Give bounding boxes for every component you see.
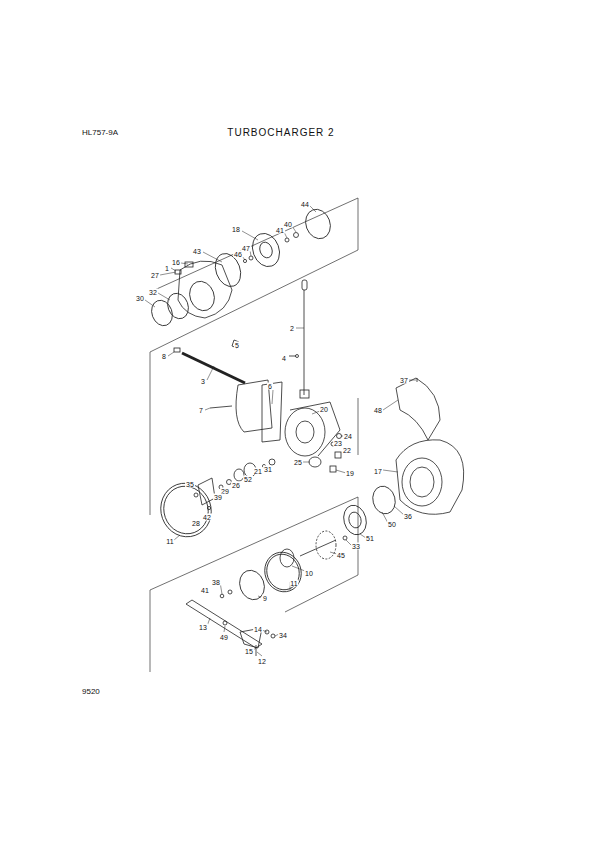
callout-number: 42 bbox=[202, 514, 212, 521]
callout-number: 9 bbox=[262, 595, 268, 602]
callout-number: 46 bbox=[233, 251, 243, 258]
callout-number: 20 bbox=[319, 406, 329, 413]
callout-number: 18 bbox=[231, 226, 241, 233]
callout-number: 16 bbox=[171, 259, 181, 266]
callout-number: 15 bbox=[244, 648, 254, 655]
turbine-parts bbox=[186, 378, 464, 656]
callout-number: 23 bbox=[333, 440, 343, 447]
callout-number: 8 bbox=[161, 353, 167, 360]
callout-number: 34 bbox=[278, 632, 288, 639]
actuator-parts bbox=[153, 280, 341, 544]
callout-number: 14 bbox=[253, 626, 263, 633]
callout-number: 36 bbox=[403, 513, 413, 520]
callout-number: 49 bbox=[219, 634, 229, 641]
callout-number: 39 bbox=[213, 494, 223, 501]
callout-number: 45 bbox=[336, 552, 346, 559]
callout-number: 28 bbox=[191, 520, 201, 527]
model-code: HL757-9A bbox=[82, 129, 118, 137]
group-planes bbox=[150, 198, 358, 672]
callout-number: 33 bbox=[351, 543, 361, 550]
callout-number: 10 bbox=[304, 570, 314, 577]
callout-number: 41 bbox=[200, 587, 210, 594]
callout-number: 38 bbox=[211, 579, 221, 586]
callout-number: 22 bbox=[342, 447, 352, 454]
callout-number: 13 bbox=[198, 624, 208, 631]
callout-number: 7 bbox=[198, 407, 204, 414]
callout-number: 48 bbox=[373, 407, 383, 414]
callout-number: 3 bbox=[200, 378, 206, 385]
callout-number: 11 bbox=[289, 580, 298, 587]
callout-number: 24 bbox=[343, 433, 353, 440]
callout-number: 32 bbox=[148, 289, 158, 296]
callout-number: 51 bbox=[365, 535, 375, 542]
callout-number: 27 bbox=[150, 272, 160, 279]
callout-number: 4 bbox=[281, 355, 287, 362]
callout-number: 6 bbox=[267, 383, 273, 390]
callout-number: 41 bbox=[275, 227, 285, 234]
callout-number: 31 bbox=[263, 466, 273, 473]
callout-number: 37 bbox=[399, 377, 409, 384]
callout-number: 30 bbox=[135, 295, 145, 302]
callout-number: 12 bbox=[257, 658, 267, 665]
page-title: TURBOCHARGER 2 bbox=[227, 128, 334, 138]
callout-number: 11 bbox=[165, 538, 174, 545]
callout-number: 44 bbox=[300, 201, 310, 208]
callout-number: 43 bbox=[192, 248, 202, 255]
callout-number: 17 bbox=[373, 468, 383, 475]
compressor-parts bbox=[148, 206, 334, 329]
callout-number: 21 bbox=[253, 468, 263, 475]
callout-number: 2 bbox=[289, 325, 295, 332]
callout-number: 50 bbox=[387, 521, 397, 528]
callout-number: 19 bbox=[345, 470, 355, 477]
page-number: 9520 bbox=[82, 688, 100, 696]
callout-number: 5 bbox=[234, 342, 240, 349]
callout-number: 52 bbox=[243, 476, 253, 483]
callout-number: 25 bbox=[293, 459, 303, 466]
callout-number: 1 bbox=[164, 265, 170, 272]
callout-number: 26 bbox=[231, 482, 241, 489]
leader-lines bbox=[145, 206, 416, 656]
callout-number: 35 bbox=[185, 481, 195, 488]
